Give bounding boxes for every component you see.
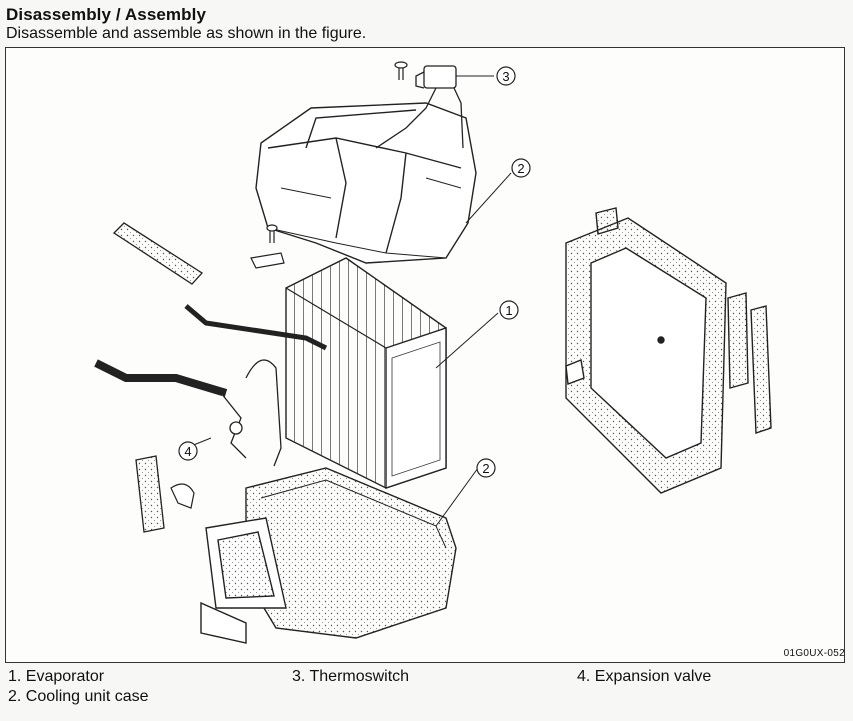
expansion-valve [220,359,282,467]
legend-item-expansion-valve: 4. Expansion valve [577,668,711,686]
exploded-diagram-svg: 3 2 1 4 2 [94,61,772,644]
legend-label: Thermoswitch [309,668,410,685]
lower-case [200,467,457,644]
legend-item-cooling-unit-case: 2. Cooling unit case [8,688,149,706]
page-subheading: Disassemble and assemble as shown in the… [6,25,367,42]
refrigerant-pipe-upper [184,304,328,351]
callout-1: 1 [499,300,519,320]
refrigerant-pipe-lower [94,359,228,397]
svg-text:2: 2 [482,461,489,476]
duct-frame [565,207,772,494]
clip [170,483,195,509]
legend-label: Evaporator [25,668,105,685]
page-heading: Disassembly / Assembly [6,5,207,24]
screw-mid [250,224,285,269]
exploded-view-figure: 3 2 1 4 2 [5,47,845,663]
legend-number: 4. [577,668,591,685]
callout-2-upper: 2 [511,158,531,178]
legend-item-evaporator: 1. Evaporator [8,668,104,686]
pipe-insulator [112,222,203,285]
leader-lines [180,75,512,527]
thermoswitch [375,65,464,149]
evaporator-core [285,257,447,489]
callout-3: 3 [496,66,516,86]
svg-text:4: 4 [184,444,191,459]
legend-label: Expansion valve [594,668,712,685]
upper-case [255,102,477,264]
legend-number: 1. [8,668,22,685]
legend-number: 3. [292,668,306,685]
legend-label: Cooling unit case [25,688,149,705]
screw-top [394,61,408,80]
figure-code: 01G0UX-052 [783,648,845,659]
callout-2-lower: 2 [476,458,496,478]
legend-number: 2. [8,688,22,705]
legend-item-thermoswitch: 3. Thermoswitch [292,668,409,686]
svg-text:1: 1 [505,303,512,318]
callout-4: 4 [178,441,198,461]
svg-text:3: 3 [502,69,509,84]
seal-pad [135,455,165,533]
svg-text:2: 2 [517,161,524,176]
